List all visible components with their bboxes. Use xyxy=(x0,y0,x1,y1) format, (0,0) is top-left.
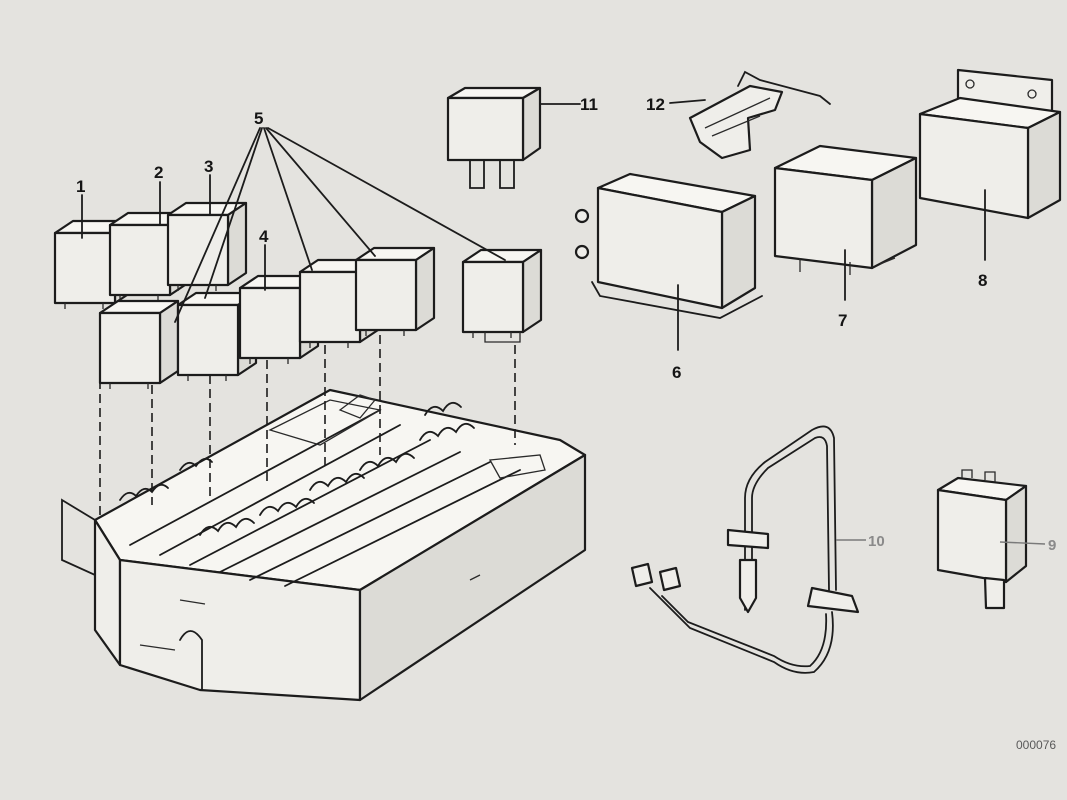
alignment-lines xyxy=(99,335,516,515)
relay-5e xyxy=(461,248,543,343)
callout-1: 1 xyxy=(76,177,85,196)
relay-8 xyxy=(918,68,1062,261)
callout-11: 11 xyxy=(580,95,598,114)
callout-2: 2 xyxy=(154,163,163,182)
callout-7: 7 xyxy=(838,311,847,330)
callout-5: 5 xyxy=(254,109,263,128)
callout-9: 9 xyxy=(1048,537,1056,554)
reference-code: 000076 xyxy=(1016,738,1056,752)
leaders-5 xyxy=(174,127,506,323)
flasher-9 xyxy=(936,469,1046,610)
relay-7 xyxy=(773,144,918,301)
callout-12: 12 xyxy=(646,95,665,114)
relay-box-base xyxy=(61,388,587,702)
connector-12 xyxy=(669,70,831,160)
callout-6: 6 xyxy=(672,363,681,382)
relay-5a xyxy=(98,299,180,391)
relay-6 xyxy=(574,172,763,351)
callout-8: 8 xyxy=(978,271,987,290)
callout-10: 10 xyxy=(868,533,885,550)
callout-4: 4 xyxy=(259,227,269,246)
relay-11 xyxy=(446,86,581,189)
relay-5d xyxy=(354,246,436,338)
callout-3: 3 xyxy=(204,157,213,176)
sensor-10 xyxy=(630,425,866,674)
